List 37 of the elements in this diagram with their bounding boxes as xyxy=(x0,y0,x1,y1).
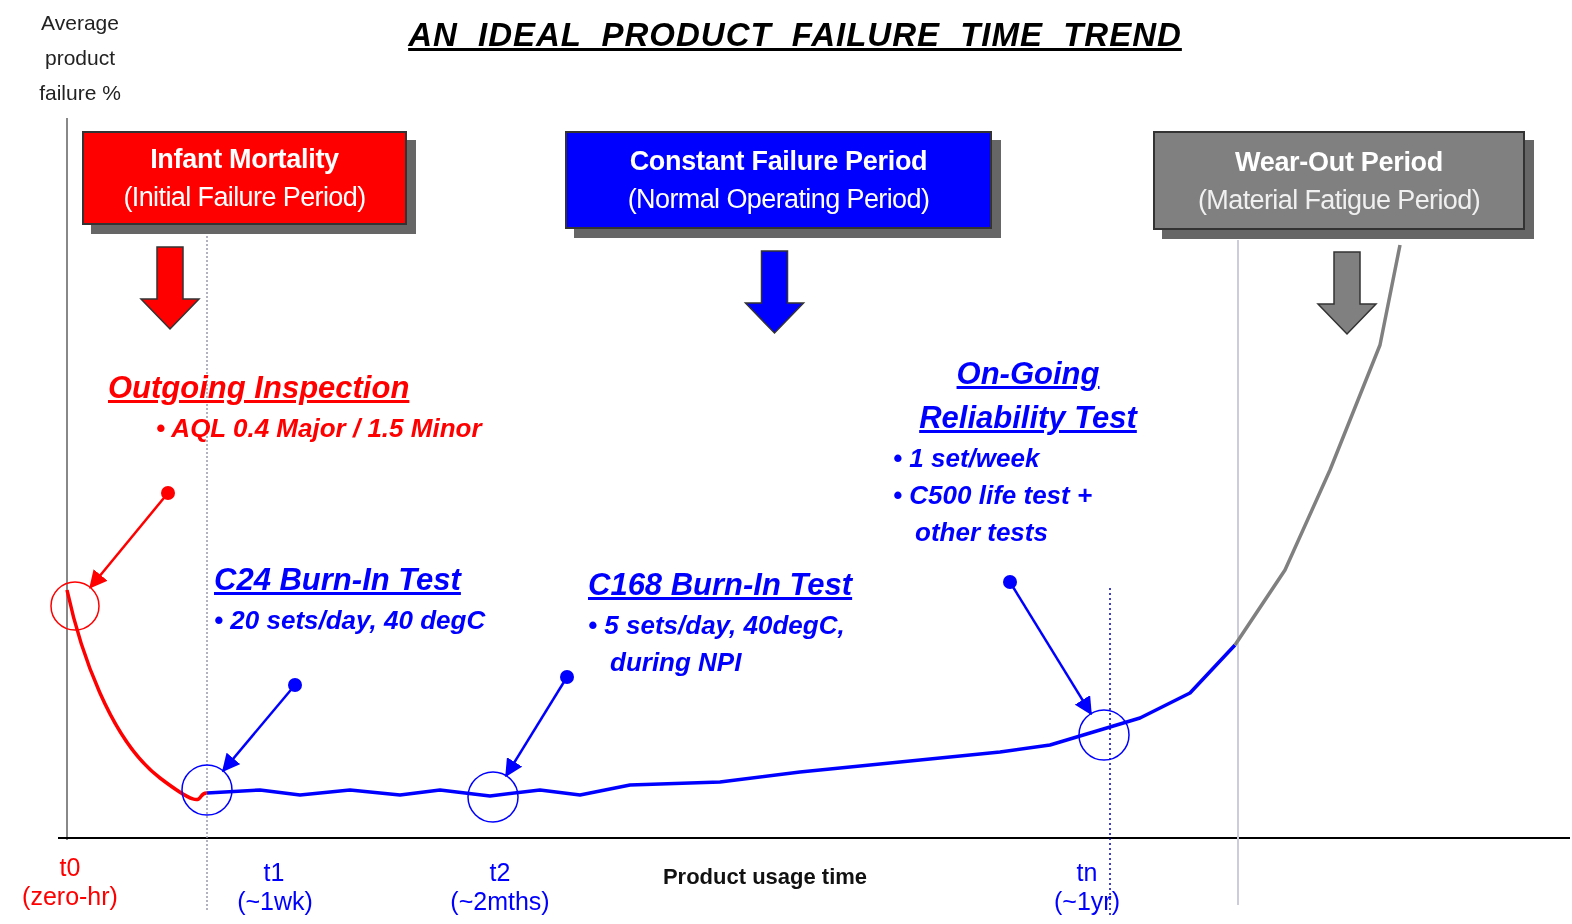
title: AN IDEAL PRODUCT FAILURE TIME TREND xyxy=(407,16,1183,54)
bullet-text: • C500 life test + other tests xyxy=(893,479,1094,549)
bullet-text: • 1 set/week xyxy=(893,442,1041,475)
highlight-circle xyxy=(1078,709,1130,761)
box-heading: Infant Mortality xyxy=(150,143,339,176)
axis-label: (~1yr) xyxy=(1053,886,1121,916)
axis-label: t2 xyxy=(488,857,512,887)
axis-label: (zero-hr) xyxy=(21,881,119,911)
box-subheading: (Normal Operating Period) xyxy=(627,183,930,216)
highlight-circle xyxy=(50,581,100,631)
annotation-heading: C168 Burn-In Test xyxy=(588,566,854,604)
axis-label: (~2mths) xyxy=(449,886,551,916)
bullet-text: • 5 sets/day, 40degC, during NPI xyxy=(588,609,846,679)
box-heading: Wear-Out Period xyxy=(1234,145,1443,179)
leader-arrow xyxy=(1003,575,1092,716)
annotation-heading: Outgoing Inspection xyxy=(108,369,411,407)
axis-label: (~1wk) xyxy=(236,886,314,916)
leader-arrow xyxy=(221,678,302,773)
axis-title: Average product failure % xyxy=(38,10,122,106)
axis-label: t0 xyxy=(58,852,82,882)
box-heading: Constant Failure Period xyxy=(629,145,928,178)
box-subheading: (Material Fatigue Period) xyxy=(1197,183,1481,217)
axis-label: Product usage time xyxy=(661,863,869,891)
block-arrow xyxy=(743,250,806,335)
highlight-circle xyxy=(181,764,233,816)
annotation-heading: On-Going Reliability Test xyxy=(918,355,1139,437)
bullet-text: • AQL 0.4 Major / 1.5 Minor xyxy=(156,412,484,445)
annotation-heading: C24 Burn-In Test xyxy=(214,561,463,599)
leader-arrow xyxy=(505,670,574,778)
block-arrow xyxy=(1316,251,1378,336)
leader-arrow xyxy=(89,486,175,589)
highlight-circle xyxy=(467,771,519,823)
axis-label: t1 xyxy=(262,857,286,887)
axis-label: tn xyxy=(1075,857,1099,887)
box-subheading: (Initial Failure Period) xyxy=(123,181,366,214)
block-arrow xyxy=(139,246,201,331)
bullet-text: • 20 sets/day, 40 degC xyxy=(214,604,487,637)
